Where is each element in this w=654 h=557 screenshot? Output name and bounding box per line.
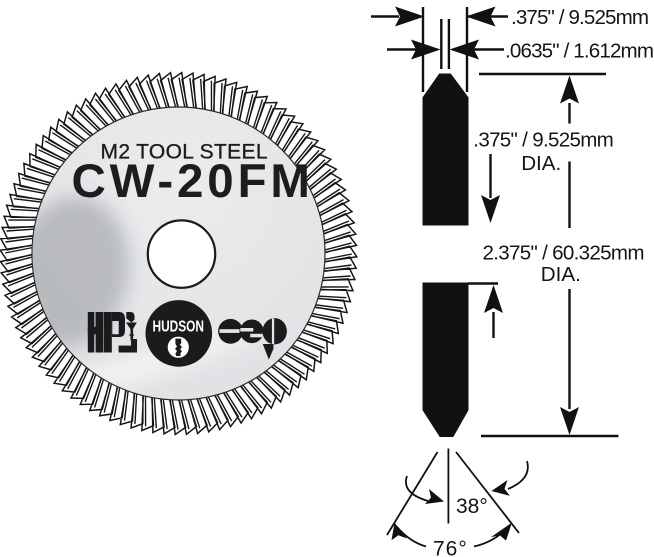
- svg-text:.375" / 9.525mm: .375" / 9.525mm: [511, 6, 649, 29]
- svg-text:.0635" / 1.612mm: .0635" / 1.612mm: [505, 40, 654, 63]
- svg-text:76°: 76°: [433, 537, 468, 557]
- svg-text:DIA.: DIA.: [541, 263, 581, 286]
- svg-text:38°: 38°: [456, 495, 488, 518]
- svg-text:2.375" / 60.325mm: 2.375" / 60.325mm: [483, 241, 645, 264]
- svg-text:M2 TOOL STEEL: M2 TOOL STEEL: [101, 141, 268, 164]
- svg-text:DIA.: DIA.: [521, 152, 561, 175]
- svg-text:HUDSON: HUDSON: [153, 318, 205, 335]
- svg-text:CW-20FM: CW-20FM: [72, 155, 311, 208]
- svg-text:.375" / 9.525mm: .375" / 9.525mm: [473, 128, 614, 151]
